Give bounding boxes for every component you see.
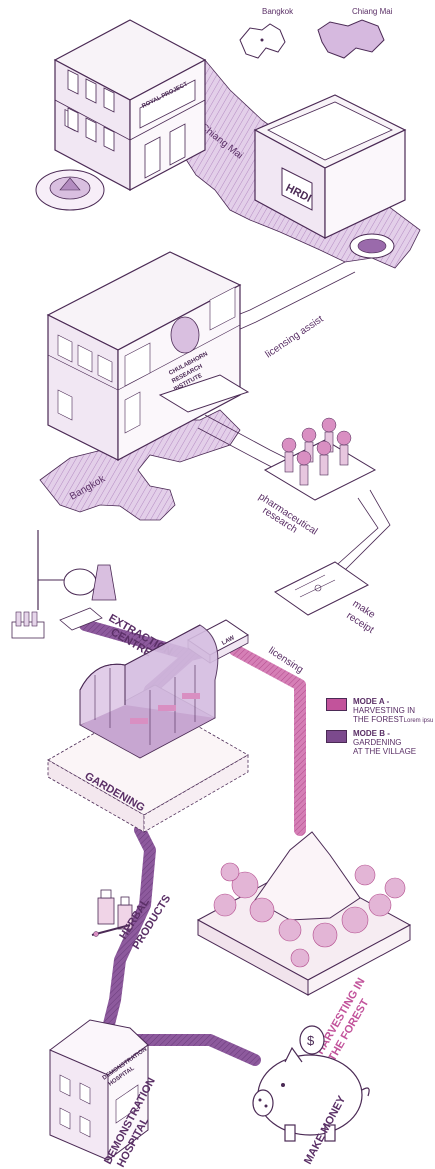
hrdi-building	[253, 94, 407, 240]
legend-mode-b-line-1: GARDENING	[353, 738, 402, 747]
mode-legend: MODE A - HARVESTING IN THE FORESTLorem i…	[326, 693, 434, 756]
royal-project-building	[53, 19, 207, 191]
mode-a-swatch	[326, 698, 347, 711]
legend-mode-a-line-1: HARVESTING IN	[353, 706, 416, 715]
thailand-map-bangkok-mini	[239, 23, 286, 59]
piggy-bank-icon: $	[252, 1025, 370, 1142]
licensing-assist-road	[229, 261, 346, 319]
thailand-map-chiang-mai-mini	[317, 19, 385, 59]
demonstration-hospital-building	[49, 1019, 149, 1161]
map-label-chiang-mai-top: Chiang Mai	[352, 7, 393, 16]
mode-b-swatch	[326, 730, 347, 743]
map-label-bangkok-top: Bangkok	[262, 7, 294, 16]
law-book-title: LAW	[221, 635, 236, 647]
mode-a-path	[229, 644, 306, 836]
chulabhorn-building	[46, 251, 242, 461]
legend-mode-a-extra: Lorem ipsu	[403, 718, 434, 724]
greenhouse-base	[47, 699, 249, 833]
lab-equipment-icon	[11, 530, 117, 639]
receipt-document	[274, 561, 369, 616]
legend-mode-b-title: MODE B -	[353, 729, 390, 738]
lake-icon	[349, 233, 395, 259]
plants-tray	[263, 417, 377, 501]
herbal-products-bottles	[91, 889, 133, 937]
legend-mode-b-line-2: AT THE VILLAGE	[353, 747, 417, 756]
greenhouse	[79, 624, 219, 759]
chulabhorn-canopy	[158, 374, 250, 413]
forest-platform	[196, 831, 412, 996]
licensing-assist-label: licensing assist	[264, 314, 326, 361]
legend-mode-a-title: MODE A -	[353, 697, 390, 706]
legend-mode-a-line-2: THE FOREST	[353, 715, 404, 724]
svg-text:$: $	[307, 1033, 315, 1048]
royal-project-seal	[35, 169, 105, 211]
